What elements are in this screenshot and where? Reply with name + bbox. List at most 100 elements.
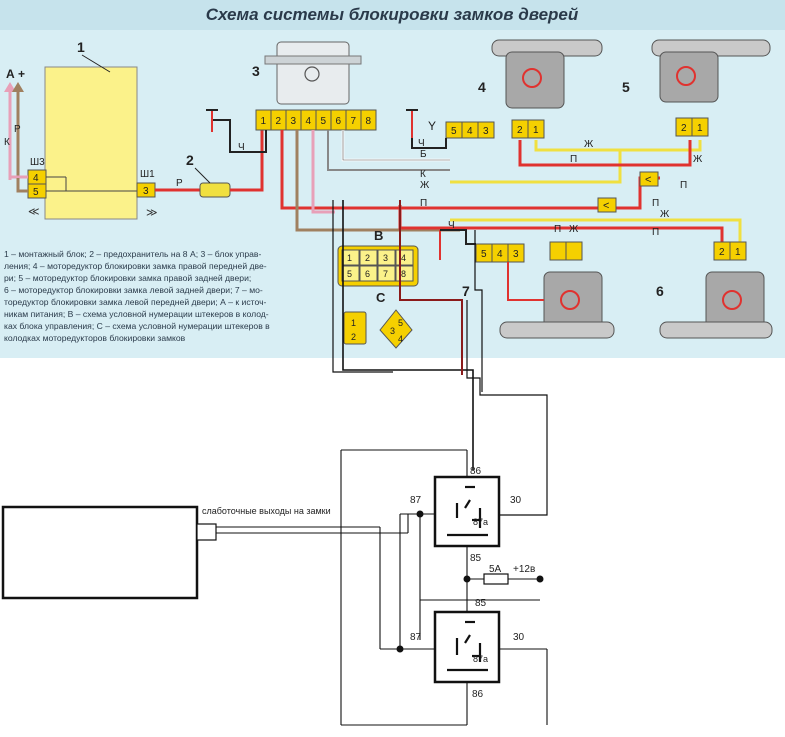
legend-line: никам питания; В – схема условной нумера…	[4, 309, 269, 319]
a-arrow-head-pink	[4, 82, 16, 92]
wire-brown-main	[295, 130, 460, 232]
sh3-pin-4-label: 4	[33, 173, 39, 184]
wire-ch-2	[411, 138, 447, 149]
control-block-pin-label-2: 2	[276, 116, 282, 127]
wire-yellow-upper2	[534, 140, 620, 152]
external-controller-box	[1, 505, 199, 600]
wire-ch-left	[212, 119, 267, 153]
b-pin-label-2: 2	[365, 253, 370, 263]
diagram-title: Схема системы блокировки замков дверей	[206, 5, 579, 24]
title-bar	[0, 0, 785, 30]
m4-pin-1: 1	[533, 125, 539, 136]
fuse-2	[199, 182, 231, 198]
legend-line: ления; 4 – моторедуктор блокировки замка…	[4, 261, 267, 271]
external-connector	[196, 523, 217, 541]
c543-top-4: 4	[467, 126, 473, 137]
k-label-1: К	[420, 169, 426, 180]
wire-b-outline	[342, 130, 450, 161]
supply-label: +12в	[513, 564, 535, 575]
c543-top-3: 3	[483, 126, 489, 137]
fuse-5a	[483, 573, 509, 585]
c543-low-4: 4	[497, 249, 503, 260]
relay-bottom-85: 85	[475, 598, 487, 609]
sh3-plug-icon: ≪	[28, 206, 40, 218]
sh1-plug-icon: ≫	[146, 207, 158, 219]
ch-label-3: Ч	[448, 220, 455, 231]
legend-line: 6 – моторедуктор блокировки замка левой …	[4, 285, 263, 295]
control-block-pin-label-8: 8	[366, 116, 372, 127]
m7-pin-zh: Ж	[569, 224, 579, 235]
wire-pink-main	[311, 130, 335, 214]
legend-line: торедуктор блокировки замка левой передн…	[4, 297, 267, 307]
wire-red-black-down	[399, 200, 463, 375]
sh3-pin-5-label: 5	[33, 187, 39, 198]
label-1: 1	[77, 39, 85, 55]
junction-dot-3	[463, 575, 471, 583]
m5-pin-1: 1	[697, 123, 703, 134]
ch-label-1: Ч	[238, 142, 245, 153]
motor-6	[659, 271, 773, 339]
junction-1	[639, 171, 659, 187]
c543-low-5: 5	[481, 249, 487, 260]
legend-line: колодках моторедукторов блокировки замко…	[4, 333, 186, 343]
m6-pin-1: 1	[735, 247, 741, 258]
junction-arrow-1: <	[645, 174, 651, 186]
control-block-pin-label-6: 6	[336, 116, 342, 127]
label-7: 7	[462, 283, 470, 299]
connector-21-m5: 2 1	[675, 117, 709, 137]
relay-bottom-86: 86	[472, 689, 484, 700]
r-label-left: Р	[14, 124, 21, 135]
legend-block: 1 – монтажный блок; 2 – предохранитель н…	[4, 249, 270, 343]
a-plus-label: А +	[6, 67, 25, 81]
c3-pin-5: 5	[398, 318, 403, 328]
junction-dot-4	[536, 575, 544, 583]
wire-a-to-sh3	[8, 175, 28, 180]
legend-line: ках блока управления; С – схема условной…	[4, 321, 270, 331]
m5-pin-2: 2	[681, 123, 687, 134]
c543-low-3: 3	[513, 249, 519, 260]
control-block-pin-label-4: 4	[306, 116, 312, 127]
control-block-flange	[264, 55, 362, 65]
wire-black-down-3	[466, 300, 548, 516]
junction-2	[597, 197, 617, 213]
connector-543-lower: 5 4 3	[475, 243, 525, 263]
zh-label-1: Ж	[420, 180, 430, 191]
motor-5	[651, 39, 771, 103]
legend-line: ри; 5 – моторедуктор блокировки замка пр…	[4, 273, 251, 283]
relay-bottom-87: 87	[410, 632, 422, 643]
label-6: 6	[656, 283, 664, 299]
b-pin-label-6: 6	[365, 269, 370, 279]
m6-pin-2: 2	[719, 247, 725, 258]
c3-pin-4: 4	[398, 334, 403, 344]
b-pin-label-1: 1	[347, 253, 352, 263]
external-outputs-label: слаботочные выходы на замки	[202, 506, 331, 516]
b-pin-5	[341, 265, 360, 282]
relay-bottom-30: 30	[513, 632, 525, 643]
connector-543-top: 5 4 3	[445, 121, 495, 139]
zh-label-4: Ж	[660, 209, 670, 220]
control-block-pin-label-3: 3	[291, 116, 297, 127]
relay-top-30: 30	[510, 495, 522, 506]
zh-label-2: Ж	[584, 139, 594, 150]
label-2: 2	[186, 152, 194, 168]
section-b-label: В	[374, 228, 383, 243]
sh1-pin-3-label: 3	[143, 186, 149, 197]
p-label-3: П	[680, 180, 687, 191]
m4-pin-2: 2	[517, 125, 523, 136]
relay-bottom-internals	[447, 620, 488, 672]
b-pin-6	[359, 265, 378, 282]
b-pin-1	[341, 249, 360, 266]
a-arrow-head-brown	[12, 82, 24, 92]
motor-4	[491, 39, 603, 109]
b-pin-label-8: 8	[401, 269, 406, 279]
section-c-label: С	[376, 290, 386, 305]
control-block-pin-label-5: 5	[321, 116, 327, 127]
control-block-3	[276, 41, 350, 105]
zh-label-3: Ж	[693, 154, 703, 165]
p-label-5: П	[652, 198, 659, 209]
relay-bottom-87a: 87a	[473, 654, 488, 664]
